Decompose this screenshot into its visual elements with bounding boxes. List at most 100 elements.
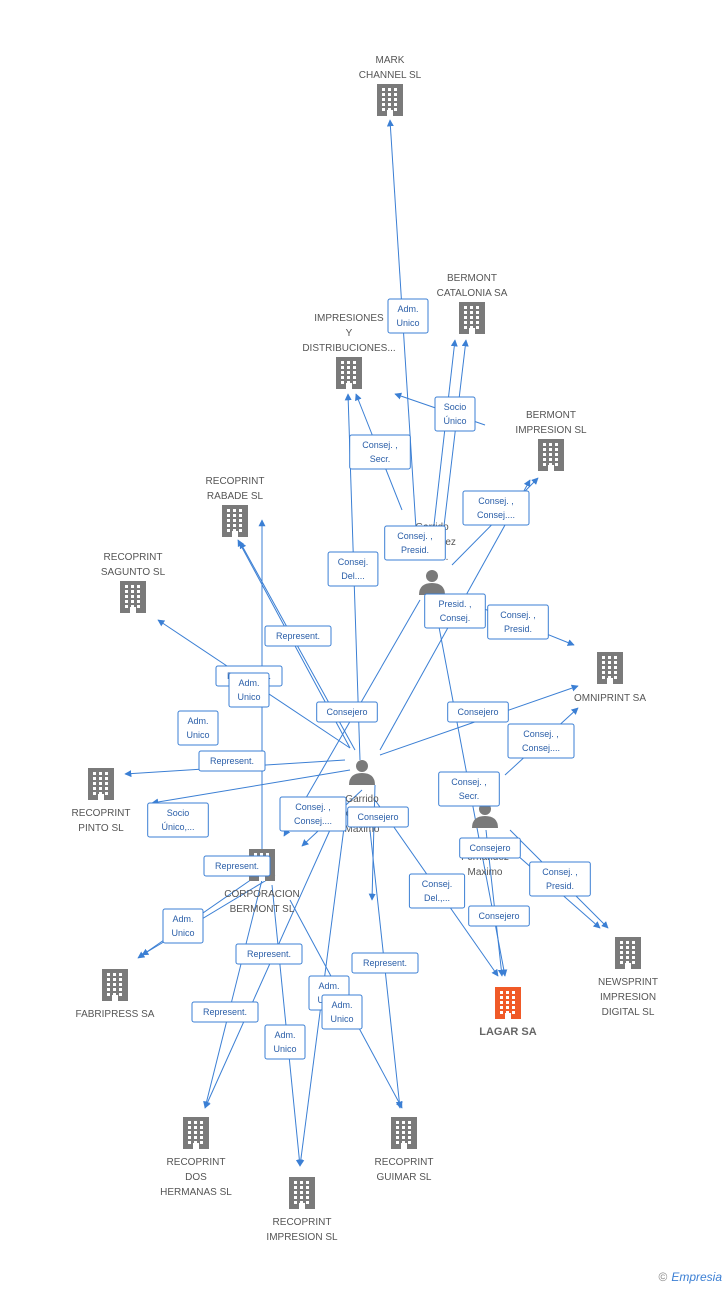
relation-edge (203, 879, 263, 1109)
node-label-line: RECOPRINT (375, 1157, 434, 1168)
relation-label-text: Unico (171, 928, 194, 938)
relation-label[interactable]: Adm. Unico (321, 994, 363, 1030)
relation-label-text: Adm. (172, 914, 193, 924)
relation-label[interactable]: Presid. ,Consej. (424, 593, 486, 629)
relation-label-text: Adm. (187, 716, 208, 726)
node-label-line: FABRIPRESS SA (76, 1009, 155, 1020)
relation-label[interactable]: Represent. (351, 952, 419, 974)
company-node[interactable]: IMPRESIONESYDISTRIBUCIONES... (302, 313, 396, 389)
relation-label-text: Consejero (457, 707, 498, 717)
building-icon (377, 84, 403, 116)
relation-label[interactable]: Consej. ,Consej.... (462, 490, 530, 526)
node-label-line: IMPRESION (600, 992, 656, 1003)
relation-label[interactable]: Consejero (459, 837, 521, 859)
relation-label-text: Consej. , (500, 610, 536, 620)
relation-label-text: Adm. (331, 1000, 352, 1010)
relation-label-text: Único,... (161, 822, 194, 832)
relation-label-text: Consej. (338, 557, 369, 567)
node-label-line: RECOPRINT (167, 1157, 226, 1168)
relation-label-text: Consej.... (477, 510, 515, 520)
relation-label[interactable]: Represent. (264, 625, 332, 647)
relation-label[interactable]: Adm.Unico (228, 672, 270, 708)
node-label-line: CORPORACION (224, 889, 300, 900)
relation-label[interactable]: Consejero (447, 701, 509, 723)
focus-company-node[interactable]: LAGAR SA (479, 987, 537, 1038)
relation-label[interactable]: Represent. (198, 750, 266, 772)
relation-label[interactable]: Adm.Unico (264, 1024, 306, 1060)
relation-label[interactable]: SocioÚnico,... (147, 802, 209, 838)
relation-label-text: Presid. (401, 545, 429, 555)
building-icon (120, 581, 146, 613)
relation-label-text: Consej. , (451, 777, 487, 787)
node-label-line: RECOPRINT (273, 1217, 332, 1228)
node-label-line: HERMANAS SL (160, 1187, 232, 1198)
relation-label[interactable]: Consej. , Secr. (438, 771, 500, 807)
relation-label-text: Unico (396, 318, 419, 328)
building-icon (336, 357, 362, 389)
relation-label-text: Único (443, 416, 466, 426)
relation-label-text: Consej. (422, 879, 453, 889)
relation-label[interactable]: Consejero (316, 701, 378, 723)
relation-label[interactable]: Represent. (235, 943, 303, 965)
relation-label-text: Del.,... (424, 893, 450, 903)
relation-label[interactable]: Consejero (347, 806, 409, 828)
relation-edge (386, 119, 419, 561)
relation-label-text: Represent. (210, 756, 254, 766)
relation-label-text: Represent. (215, 861, 259, 871)
relation-edge (151, 769, 351, 806)
relation-label[interactable]: Represent. (203, 855, 271, 877)
node-label-line: LAGAR SA (479, 1026, 537, 1038)
relation-label[interactable]: Represent. (191, 1001, 259, 1023)
relation-label[interactable]: Consej.Del.... (327, 551, 379, 587)
relation-label-text: Secr. (459, 791, 480, 801)
relation-label[interactable]: Adm. Unico (162, 908, 204, 944)
relation-label-text: Consej. , (523, 729, 559, 739)
building-icon (289, 1177, 315, 1209)
relation-label[interactable]: Consej. , Presid. (384, 525, 446, 561)
relation-label-text: Represent. (363, 958, 407, 968)
relation-label[interactable]: Consej. , Consej.... (279, 796, 347, 832)
relation-label[interactable]: Consej. Del.,... (408, 873, 466, 909)
relation-label[interactable]: Adm.Unico (177, 710, 219, 746)
relation-label[interactable]: Consej. ,Consej.... (507, 723, 575, 759)
relation-label[interactable]: Consejero (468, 905, 530, 927)
relation-label-text: Unico (330, 1014, 353, 1024)
node-label-line: Garrido (345, 794, 379, 805)
relation-label-text: Adm. (274, 1030, 295, 1040)
relation-label-text: Consej. , (295, 802, 331, 812)
relation-label-text: Consej. , (397, 531, 433, 541)
company-node[interactable]: FABRIPRESS SA (76, 969, 155, 1020)
building-icon (459, 302, 485, 334)
relation-label[interactable]: Consej. ,Presid. (487, 604, 549, 640)
relation-label-text: Consej. , (542, 867, 578, 877)
company-node[interactable]: OMNIPRINT SA (574, 652, 646, 704)
node-label-line: Y (346, 328, 353, 339)
copyright-symbol: © (658, 1270, 668, 1284)
node-label-line: RECOPRINT (206, 476, 265, 487)
relation-label-text: Consej.... (294, 816, 332, 826)
node-label-line: BERMONT (447, 273, 497, 284)
relation-label[interactable]: Adm.Unico (387, 298, 429, 334)
relation-label-text: Consejero (326, 707, 367, 717)
relation-edge (204, 829, 331, 1109)
relation-label-text: Secr. (370, 454, 391, 464)
building-icon (88, 768, 114, 800)
relation-label[interactable]: Consej. ,Presid. (529, 861, 591, 897)
relation-label[interactable]: Consej. , Secr. (349, 434, 411, 470)
relation-label-text: Adm. (318, 981, 339, 991)
node-label-line: RECOPRINT (72, 808, 131, 819)
relation-label-text: Consej. , (362, 440, 398, 450)
